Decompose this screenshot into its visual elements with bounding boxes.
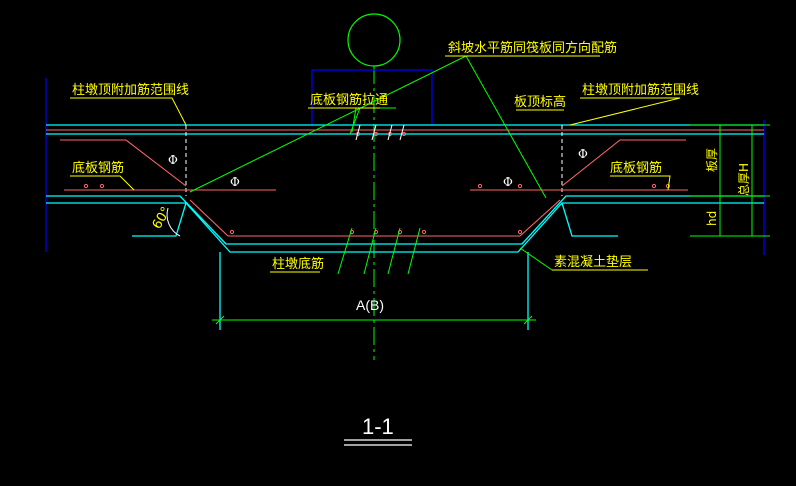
phi-symbol-center-right: Φ	[503, 175, 513, 189]
label-dim-ab: A(B)	[356, 297, 384, 313]
label-col-top-range-right: 柱墩顶附加筋范围线	[582, 82, 699, 98]
axis-circle-icon	[347, 13, 401, 67]
phi-symbol-center-left: Φ	[230, 175, 240, 189]
label-cushion: 素混凝土垫层	[554, 254, 632, 270]
label-col-top-range-left: 柱墩顶附加筋范围线	[72, 82, 189, 98]
phi-symbol-left: Φ	[168, 153, 178, 167]
section-title-group: 1-1	[344, 414, 412, 446]
label-leaders	[70, 55, 681, 273]
dimension-lines	[212, 124, 770, 325]
label-col-bottom-bar: 柱墩底筋	[272, 256, 324, 272]
axis-group	[347, 13, 401, 360]
rebar-lines	[46, 129, 764, 237]
label-slab-bar-right: 底板钢筋	[610, 160, 662, 176]
section-title: 1-1	[362, 414, 394, 439]
leader-lines	[189, 55, 553, 275]
slab-outline	[46, 124, 764, 330]
angle-arc	[166, 207, 181, 237]
rebar-dots	[83, 131, 671, 235]
label-slab-tie: 底板钢筋拉通	[310, 92, 388, 108]
label-dim-hd: hd	[705, 211, 719, 226]
label-slope-note: 斜坡水平筋同筏板同方向配筋	[448, 40, 617, 56]
label-slab-top-level: 板顶标高	[514, 94, 566, 110]
hatch-outline	[45, 69, 765, 255]
label-dim-total: 总厚H	[737, 163, 751, 196]
range-lines	[185, 125, 563, 196]
label-slab-bar-left: 底板钢筋	[72, 160, 124, 176]
label-dim-h: 板厚	[705, 148, 719, 172]
tie-rebars	[355, 124, 405, 141]
phi-symbol-right: Φ	[578, 147, 588, 161]
